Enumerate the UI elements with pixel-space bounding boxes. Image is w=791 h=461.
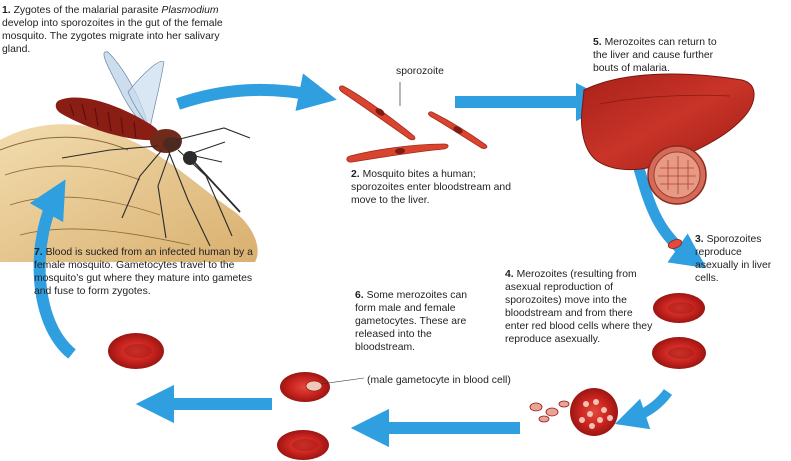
step-2-label: 2. Mosquito bites a human; sporozoites e… bbox=[351, 168, 511, 207]
step-7-text: Blood is sucked from an infected human b… bbox=[34, 247, 253, 297]
step-5-label: 5. Merozoites can return to the liver an… bbox=[593, 36, 733, 75]
red-blood-cell bbox=[652, 337, 706, 369]
red-blood-cell bbox=[653, 293, 705, 323]
red-blood-cell bbox=[108, 333, 164, 369]
step-6-text: Some merozoites can form male and female… bbox=[355, 290, 467, 353]
red-blood-cell bbox=[280, 372, 330, 402]
step-5-text: Merozoites can return to the liver and c… bbox=[593, 37, 717, 74]
step-1-genus: Plasmodium bbox=[161, 5, 218, 16]
step-2-text: Mosquito bites a human; sporozoites ente… bbox=[351, 169, 511, 206]
step-2-number: 2. bbox=[351, 169, 360, 180]
step-6-number: 6. bbox=[355, 290, 364, 301]
step-5-number: 5. bbox=[593, 37, 602, 48]
red-blood-cell bbox=[277, 430, 329, 460]
step-3-label: 3. Sporozoites reproduce asexually in li… bbox=[695, 233, 787, 285]
arrow-to-merozoites bbox=[630, 392, 668, 419]
step-6-label: 6. Some merozoites can form male and fem… bbox=[355, 289, 477, 354]
sporozoite-label: sporozoite bbox=[396, 65, 444, 78]
step-3-text: Sporozoites reproduce asexually in liver… bbox=[695, 234, 771, 284]
step-1-text-end: develop into sporozoites in the gut of t… bbox=[2, 18, 223, 55]
step-1-label: 1. Zygotes of the malarial parasite Plas… bbox=[2, 4, 234, 56]
step-4-number: 4. bbox=[505, 269, 514, 280]
liver-cell-cross-section bbox=[648, 146, 706, 204]
step-1-number: 1. bbox=[2, 5, 11, 16]
gametocyte-note-label: (male gametocyte in blood cell) bbox=[367, 374, 511, 387]
step-1-text-start: Zygotes of the malarial parasite bbox=[14, 5, 162, 16]
step-4-label: 4. Merozoites (resulting from asexual re… bbox=[505, 268, 655, 346]
step-4-text: Merozoites (resulting from asexual repro… bbox=[505, 269, 652, 345]
arrow-mosquito-to-sporozoites bbox=[178, 90, 318, 104]
step-7-label: 7. Blood is sucked from an infected huma… bbox=[34, 246, 270, 298]
merozoites-bursting-cell bbox=[530, 388, 618, 436]
sporozoites bbox=[339, 82, 486, 162]
step-7-number: 7. bbox=[34, 247, 43, 258]
step-3-number: 3. bbox=[695, 234, 704, 245]
